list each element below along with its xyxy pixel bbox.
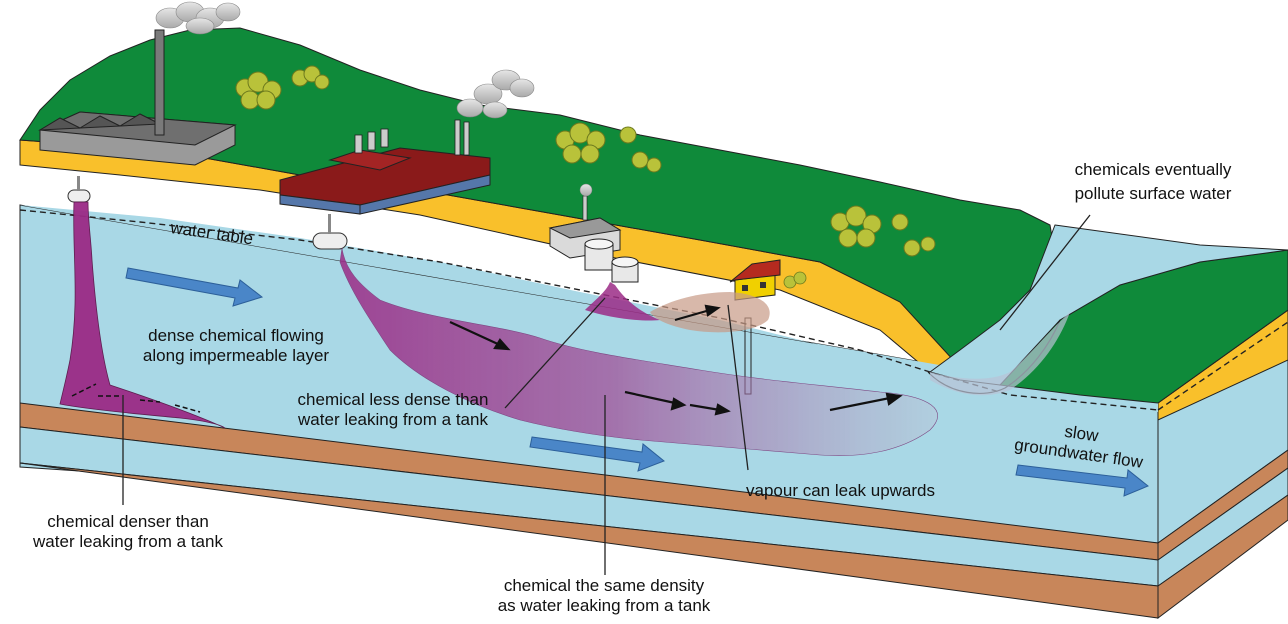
tree-cluster-2 (555, 122, 662, 173)
same-density-line-1: chemical the same density (503, 576, 705, 595)
same-density-label: chemical the same density as water leaki… (448, 576, 760, 616)
house (729, 259, 807, 301)
dense-flow-arrows (71, 383, 201, 413)
smoke-middle (456, 69, 535, 119)
flow-arrow-3 (1015, 464, 1149, 497)
leader-surface-water (999, 214, 1091, 331)
less-dense-label: chemical less dense than water leaking f… (248, 390, 538, 430)
smoke-left (155, 1, 241, 35)
groundwater-flow-arrows (125, 267, 1149, 497)
leader-vapour (727, 304, 749, 471)
less-dense-line-1: chemical less dense than (297, 390, 489, 409)
same-density-plume (339, 247, 938, 457)
factory-left (38, 1, 241, 203)
surface-water-line-1: chemicals eventually (1074, 160, 1232, 179)
denser-label: chemical denser than water leaking from … (0, 512, 256, 552)
water-table-side-line (1157, 321, 1288, 411)
tree-cluster-1 (235, 65, 330, 110)
dense-plume (59, 201, 226, 429)
flow-arrow-1 (125, 267, 264, 307)
dense-flow-label: dense chemical flowing along impermeable… (96, 326, 376, 366)
plume-flow-arrows (71, 304, 903, 416)
leader-less-dense (504, 297, 606, 409)
dense-flow-line-2: along impermeable layer (142, 346, 330, 365)
surface-water-line-2: pollute surface water (1074, 184, 1232, 203)
same-density-line-2: as water leaking from a tank (497, 596, 711, 615)
leader-lines (122, 214, 1091, 575)
dense-flow-line-1: dense chemical flowing (148, 326, 324, 345)
saturated-zone-top (20, 205, 1158, 412)
vapour-label: vapour can leak upwards (746, 481, 936, 500)
tank-plant (548, 183, 639, 283)
block-side-face (1157, 309, 1288, 620)
less-dense-plume (585, 282, 660, 321)
surface-pollution (930, 312, 1070, 396)
denser-line-2: water leaking from a tank (33, 532, 223, 551)
surface-water-label: chemicals eventually pollute surface wat… (1038, 160, 1268, 204)
flow-arrow-2 (529, 436, 665, 472)
denser-line-1: chemical denser than (47, 512, 209, 531)
tree-cluster-3 (830, 205, 936, 257)
less-dense-line-2: water leaking from a tank (298, 410, 488, 429)
factory-middle (279, 69, 535, 250)
trees (235, 65, 936, 257)
